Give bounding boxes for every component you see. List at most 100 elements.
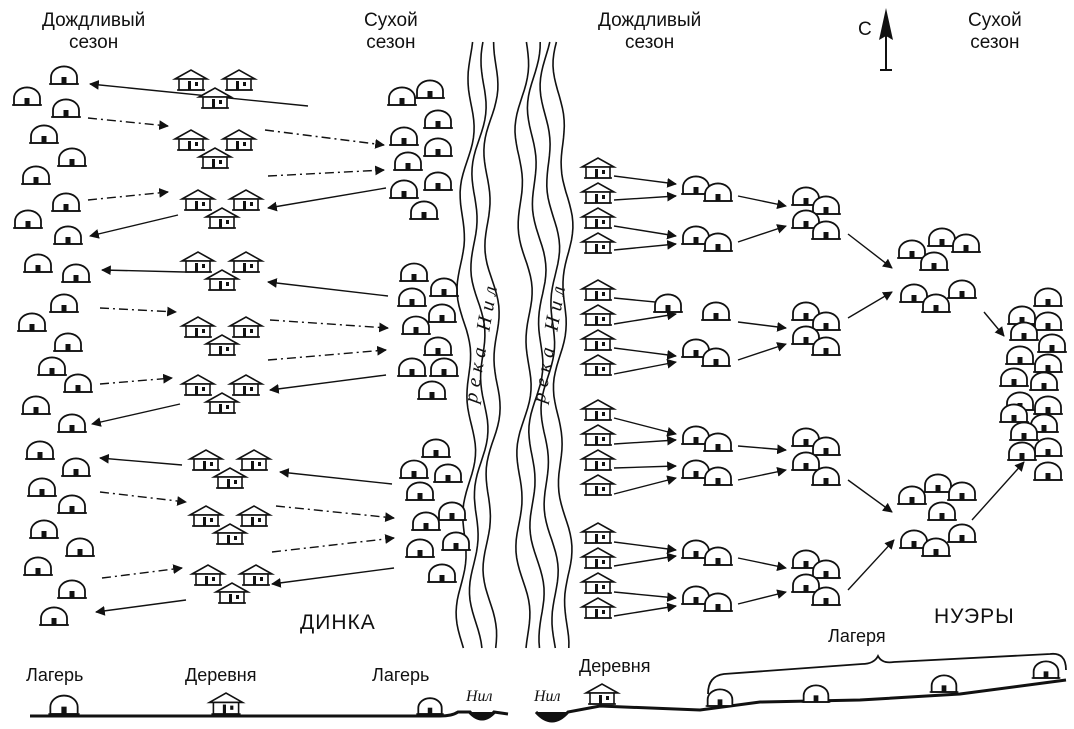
migration-arrow (613, 347, 677, 360)
hut-icon (703, 466, 733, 486)
hut-icon (429, 357, 459, 377)
house-icon (202, 269, 242, 291)
migration-arrow (613, 461, 677, 472)
hut-icon (947, 481, 977, 501)
house-icon (178, 251, 218, 273)
hut-icon (423, 336, 453, 356)
hut-icon (801, 684, 831, 703)
nile-label-left: Нил (466, 688, 493, 705)
migration-arrow (613, 602, 677, 617)
terrain-profile (30, 652, 1067, 723)
house-icon (578, 522, 618, 544)
hut-icon (919, 251, 949, 271)
hut-icon (61, 263, 91, 283)
migration-arrow (267, 187, 387, 212)
migration-arrow (95, 599, 187, 616)
hut-icon (17, 312, 47, 332)
house-icon (171, 129, 211, 151)
hut-icon (25, 440, 55, 460)
house-icon (582, 683, 622, 705)
nile-water-right (535, 711, 569, 722)
hut-icon (701, 301, 731, 321)
river-line (552, 41, 574, 649)
river-line (539, 41, 561, 649)
migration-arrows (87, 80, 1025, 617)
house-icon (210, 523, 250, 545)
hut-icon (405, 538, 435, 558)
hut-icon (791, 573, 821, 593)
migration-arrow (267, 278, 389, 297)
hut-icon (703, 432, 733, 452)
migration-arrow (613, 541, 677, 554)
hut-icon (29, 519, 59, 539)
house-icon (171, 69, 211, 91)
hut-icon (13, 209, 43, 229)
hut-icon (811, 336, 841, 356)
hut-icon (999, 367, 1029, 387)
camps-label-right: Лагеря (828, 626, 886, 646)
hut-icon (65, 537, 95, 557)
hut-icon (653, 293, 683, 313)
hut-icon (921, 537, 951, 557)
hut-icon (61, 457, 91, 477)
house-icon (578, 572, 618, 594)
hut-icon (429, 277, 459, 297)
house-icon (578, 547, 618, 569)
camps-bracket (707, 652, 1067, 695)
migration-arrow (613, 435, 677, 446)
house-icon (219, 69, 259, 91)
migration-arrow (613, 591, 677, 603)
migration-arrow (267, 345, 387, 361)
hut-icon (49, 293, 79, 313)
house-icon (212, 582, 252, 604)
house-icon (578, 354, 618, 376)
hut-icon (1009, 321, 1039, 341)
hut-icon (29, 124, 59, 144)
hut-icon (401, 315, 431, 335)
hut-icon (399, 459, 429, 479)
river-line (482, 41, 501, 649)
migration-arrow (847, 291, 893, 319)
house-icon (178, 316, 218, 338)
migration-arrow (613, 358, 677, 375)
hut-icon (791, 209, 821, 229)
settlement-marks (12, 65, 1067, 626)
river-line (514, 41, 533, 649)
hut-icon (397, 357, 427, 377)
hut-icon (701, 347, 731, 367)
house-icon (202, 207, 242, 229)
migration-arrow (613, 552, 677, 567)
migration-arrow (847, 539, 895, 591)
hut-icon (811, 311, 841, 331)
hut-icon (947, 279, 977, 299)
hut-icon (1033, 395, 1063, 415)
house-icon (578, 157, 618, 179)
ground-line-right (534, 678, 1067, 723)
hut-icon (791, 186, 821, 206)
hut-icon (1037, 333, 1067, 353)
hut-icon (411, 511, 441, 531)
camp-label-left: Лагерь (26, 665, 84, 685)
migration-arrow (737, 467, 787, 481)
hut-icon (681, 585, 711, 605)
hut-icon (811, 466, 841, 486)
hut-icon (427, 303, 457, 323)
hut-icon (1033, 437, 1063, 457)
house-icon (578, 304, 618, 326)
house-icon (578, 207, 618, 229)
migration-arrow (613, 175, 677, 188)
migration-arrow (99, 306, 177, 317)
house-icon (178, 189, 218, 211)
migration-arrow (271, 567, 395, 588)
house-icon (578, 279, 618, 301)
hut-icon (399, 262, 429, 282)
hut-icon (423, 109, 453, 129)
hut-icon (49, 65, 79, 85)
house-icon (188, 564, 228, 586)
hut-icon (53, 225, 83, 245)
nile-water-left (467, 711, 497, 721)
